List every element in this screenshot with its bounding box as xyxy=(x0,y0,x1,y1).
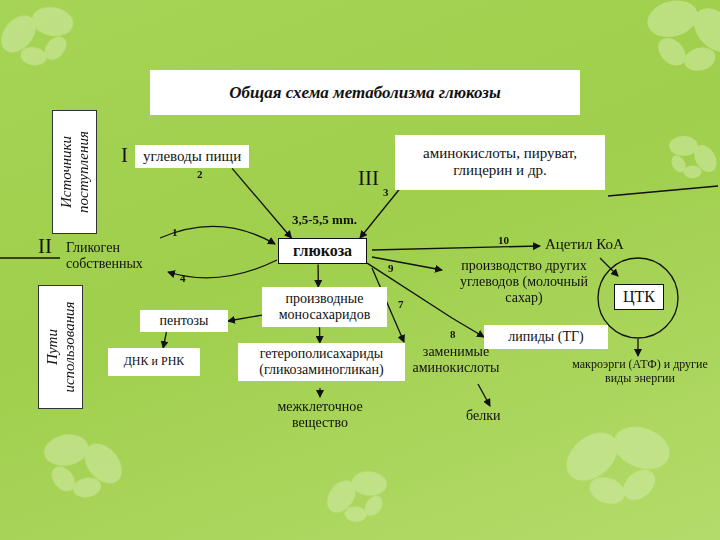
flow-arrow xyxy=(319,327,321,343)
acetyl-arrow xyxy=(372,246,540,250)
box-text: аминокислоты, пируват, глицерин и др. xyxy=(403,145,597,180)
glycogen-arc xyxy=(160,226,275,244)
callout-number: 7 xyxy=(398,298,404,311)
flow-arrow xyxy=(232,168,291,238)
callout-number: II xyxy=(38,234,52,258)
tca-arrow xyxy=(600,258,618,276)
note-text: межклеточное вещество xyxy=(255,399,385,431)
note-text: 3,5-5,5 mm. xyxy=(292,213,357,228)
title-banner: Общая схема метаболизма глюкозы xyxy=(150,70,580,115)
tca-cycle xyxy=(598,258,678,338)
callout-number: 1 xyxy=(172,226,178,239)
note-text: белки xyxy=(466,408,500,424)
protein-arrow xyxy=(478,384,490,406)
callout-number: 8 xyxy=(450,328,456,341)
box-text: глюкоза xyxy=(293,242,352,260)
source-line xyxy=(608,186,718,196)
note-text: заменимые аминокислоты xyxy=(408,344,504,376)
flow-arrow xyxy=(317,264,318,287)
note-text: Гликоген собственных xyxy=(66,240,158,272)
energy-arrow xyxy=(637,339,638,356)
source-box: Источники поступления xyxy=(52,110,97,234)
usage-box: Пути использования xyxy=(38,285,83,409)
callout-number: 3 xyxy=(383,186,389,199)
source-box: аминокислоты, пируват, глицерин и др. xyxy=(395,135,605,190)
carb-arrow xyxy=(372,257,442,270)
product-box: гетерополисахариды (гликозаминогликан) xyxy=(238,343,405,381)
callout-number: 10 xyxy=(498,234,509,247)
callout-number: 2 xyxy=(197,168,203,181)
box-text: пентозы xyxy=(144,313,224,329)
glucose-box: глюкоза xyxy=(278,238,367,264)
flow-arrow xyxy=(163,332,166,348)
title-text: Общая схема метаболизма глюкозы xyxy=(229,83,500,103)
box-text: углеводы пищи xyxy=(143,148,241,165)
matrix-arrow xyxy=(319,388,320,397)
product-box: пентозы xyxy=(140,310,228,332)
note-text: макроэрги (АТФ) и другие виды энергии xyxy=(570,358,710,386)
callout-number: 4 xyxy=(180,272,186,285)
box-text: Пути использования xyxy=(43,291,78,403)
flow-arrow xyxy=(360,190,399,239)
note-text: Ацетил КоА xyxy=(545,236,624,253)
callout-number: 9 xyxy=(388,262,394,275)
callout-number: I xyxy=(121,143,128,167)
product-box: производные моносахаридов xyxy=(262,287,387,327)
callout-number: III xyxy=(358,166,379,190)
box-text: ДНК и РНК xyxy=(112,355,196,369)
box-text: гетерополисахариды (гликозаминогликан) xyxy=(242,346,401,378)
product-box: ДНК и РНК xyxy=(108,348,200,376)
source-box: углеводы пищи xyxy=(135,145,249,168)
box-text: липиды (ТГ) xyxy=(488,329,604,345)
box-text: производные моносахаридов xyxy=(266,291,383,323)
product-box: липиды (ТГ) xyxy=(484,325,608,349)
box-text: ЦТК xyxy=(623,288,655,306)
note-text: производство других углеводов (молочный … xyxy=(444,258,604,306)
tca-box: ЦТК xyxy=(614,284,664,310)
flow-arrow xyxy=(228,315,262,321)
box-text: Источники поступления xyxy=(57,116,92,228)
